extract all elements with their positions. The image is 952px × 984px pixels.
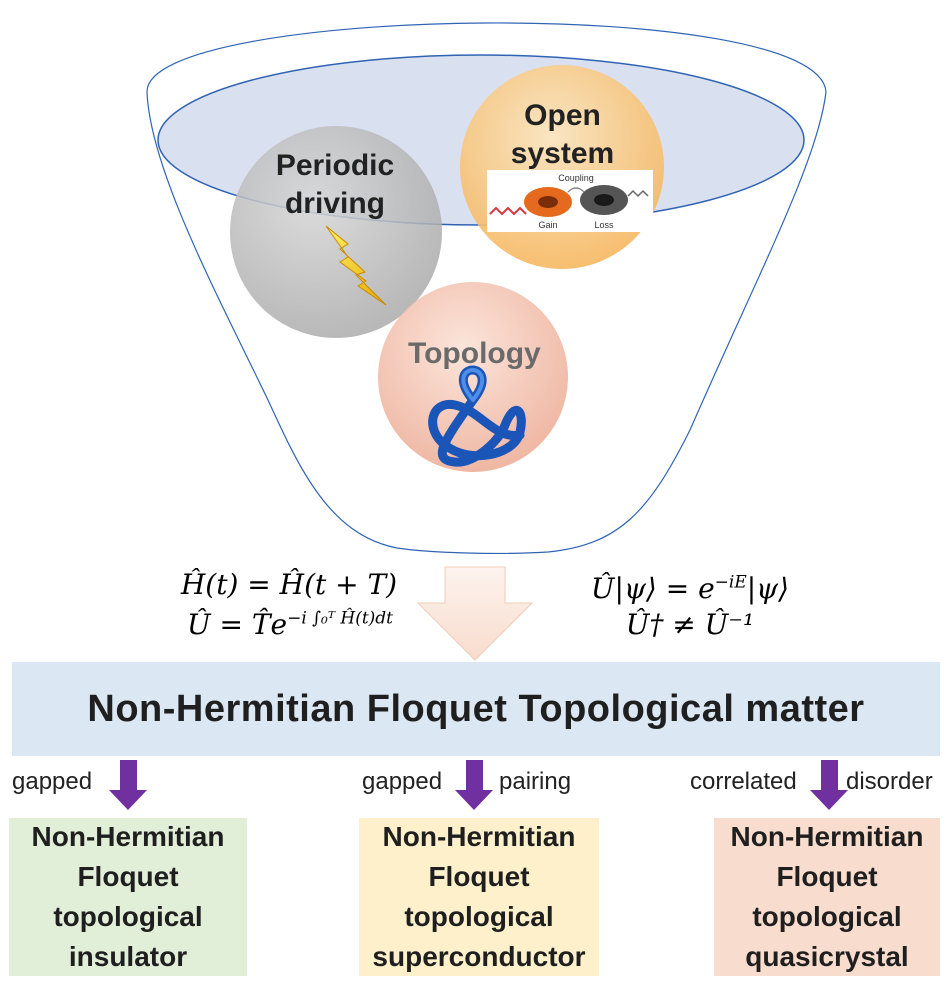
trefoil-knot-icon: [428, 365, 526, 467]
formula-hamiltonian-periodic: Ĥ(t) = Ĥ(t + T): [180, 568, 398, 601]
branch-arrow-superconductor: [455, 760, 493, 810]
inset-gain-label: Gain: [538, 220, 557, 230]
topology-circle: [378, 282, 568, 472]
formula-eigenvalue-exponent: −iE: [714, 572, 747, 593]
periodic-driving-label: Periodic driving: [275, 149, 395, 220]
formula-non-unitary: Û† ≠ Û⁻¹: [625, 608, 755, 641]
banner-title: Non-Hermitian Floquet Topological matter: [87, 687, 865, 730]
formula-floquet-operator-exponent: −i ∫₀ᵀ Ĥ(t)dt: [287, 608, 394, 629]
lightning-bolt-icon: [325, 225, 387, 306]
result-quasicrystal-box: Non-Hermitian Floquet topological quasic…: [714, 818, 940, 976]
big-down-arrow: [416, 566, 534, 661]
condition-disorder: disorder: [846, 768, 933, 795]
inset-loss-label: Loss: [594, 220, 614, 230]
formula-eigenvalue-base: Û|ψ⟩ = e: [590, 572, 715, 605]
main-banner: Non-Hermitian Floquet Topological matter: [12, 662, 940, 756]
condition-correlated: correlated: [690, 768, 797, 795]
open-system-label: Open system: [510, 99, 615, 170]
formula-floquet-operator: Û = T̂e−i ∫₀ᵀ Ĥ(t)dt: [140, 608, 440, 641]
branch-arrow-quasicrystal: [810, 760, 848, 810]
periodic-driving-circle: [230, 126, 442, 338]
branch-arrow-insulator: [109, 760, 147, 810]
result-insulator-label: Non-Hermitian Floquet topological insula…: [31, 821, 225, 972]
formula-floquet-operator-base: Û = T̂e: [186, 608, 288, 641]
result-superconductor-label: Non-Hermitian Floquet topological superc…: [372, 821, 586, 972]
gain-loss-inset-image: Coupling Gain Loss: [487, 170, 653, 232]
formula-eigenvalue: Û|ψ⟩ = e−iE|ψ⟩: [550, 572, 830, 605]
condition-gapped: gapped: [362, 768, 443, 795]
condition-pairing: pairing: [499, 768, 572, 795]
result-superconductor-box: Non-Hermitian Floquet topological superc…: [359, 818, 599, 976]
inset-coupling-label: Coupling: [558, 173, 594, 183]
topology-label: Topology: [408, 337, 541, 370]
formula-eigenvalue-tail: |ψ⟩: [746, 572, 790, 605]
result-quasicrystal-label: Non-Hermitian Floquet topological quasic…: [730, 821, 924, 972]
result-insulator-box: Non-Hermitian Floquet topological insula…: [9, 818, 247, 976]
condition-gapped: gapped: [12, 768, 93, 795]
funnel-outline: [146, 22, 827, 555]
